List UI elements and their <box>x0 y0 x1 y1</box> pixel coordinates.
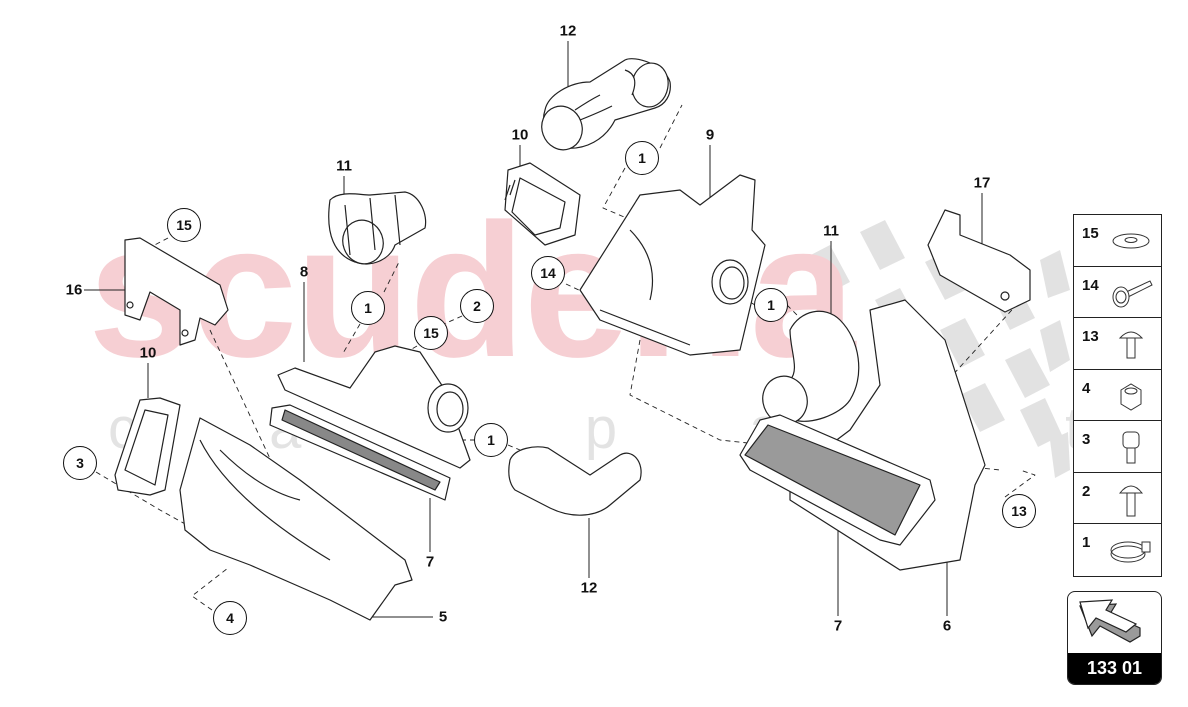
legend-row-screw[interactable]: 13 <box>1074 318 1161 370</box>
part-label-7: 7 <box>425 553 435 571</box>
callout-2[interactable]: 2 <box>460 289 494 323</box>
legend-row-socket-screw[interactable]: 3 <box>1074 421 1161 473</box>
part-5-lower-housing <box>179 417 413 621</box>
part-label-9: 9 <box>705 126 715 144</box>
bolt-with-washer-icon <box>1112 279 1153 307</box>
legend-row-washer[interactable]: 15 <box>1074 215 1161 267</box>
callout-1[interactable]: 1 <box>474 423 508 457</box>
legend-row-clamp[interactable]: 1 <box>1074 524 1161 576</box>
socket-head-screw-icon <box>1122 431 1140 464</box>
callout-1[interactable]: 1 <box>351 291 385 325</box>
callout-1[interactable]: 1 <box>625 141 659 175</box>
part-7-filter-left <box>269 404 451 501</box>
legend-number: 14 <box>1082 276 1099 294</box>
part-label-10: 10 <box>139 344 157 362</box>
part-label-17: 17 <box>973 174 991 192</box>
page-reference-badge[interactable]: 133 01 <box>1067 591 1162 685</box>
part-11-hose-left <box>328 191 427 265</box>
part-10-sensor-top <box>504 162 581 246</box>
legend-row-bolt[interactable]: 14 <box>1074 267 1161 318</box>
arrow-up-left-icon <box>1079 599 1141 643</box>
legend-number: 13 <box>1082 328 1099 345</box>
legend-number: 15 <box>1082 225 1099 242</box>
part-11-hose-right <box>762 310 860 425</box>
page-code: 133 01 <box>1068 653 1161 684</box>
part-12-elbow-hose-bottom <box>508 446 642 516</box>
part-label-10: 10 <box>511 126 529 144</box>
part-label-8: 8 <box>299 263 309 281</box>
hardware-legend: 15 14 13 4 3 2 <box>1073 214 1162 577</box>
callout-13[interactable]: 13 <box>1002 494 1036 528</box>
part-label-12: 12 <box>559 22 577 40</box>
part-label-5: 5 <box>438 608 448 626</box>
legend-number: 1 <box>1082 534 1091 551</box>
part-17-bracket <box>927 209 1031 313</box>
part-12-elbow-hose-top <box>541 58 671 151</box>
part-label-11: 11 <box>336 157 352 175</box>
legend-row-flange-screw[interactable]: 2 <box>1074 473 1161 524</box>
legend-row-nut[interactable]: 4 <box>1074 370 1161 421</box>
part-label-6: 6 <box>942 617 952 635</box>
legend-number: 4 <box>1082 379 1091 397</box>
part-9-upper-housing <box>579 174 766 356</box>
legend-number: 2 <box>1082 482 1091 500</box>
legend-number: 3 <box>1082 431 1091 448</box>
callout-3[interactable]: 3 <box>63 446 97 480</box>
part-label-16: 16 <box>65 281 83 299</box>
callout-4[interactable]: 4 <box>213 601 247 635</box>
callout-15[interactable]: 15 <box>167 208 201 242</box>
round-head-screw-icon <box>1118 331 1144 359</box>
part-16-bracket <box>124 237 229 346</box>
washer-icon <box>1112 233 1150 249</box>
part-label-7: 7 <box>833 617 843 635</box>
part-10-sensor-left <box>114 397 181 496</box>
callout-14[interactable]: 14 <box>531 256 565 290</box>
part-8-intake-duct <box>277 345 471 469</box>
part-7-filter-right <box>744 424 921 536</box>
hose-clamp-icon <box>1110 541 1151 563</box>
flange-screw-icon <box>1118 485 1144 516</box>
callout-1[interactable]: 1 <box>754 288 788 322</box>
hex-nut-icon <box>1120 382 1142 411</box>
part-label-11: 11 <box>823 222 839 240</box>
part-label-12: 12 <box>580 579 598 597</box>
callout-15[interactable]: 15 <box>414 316 448 350</box>
